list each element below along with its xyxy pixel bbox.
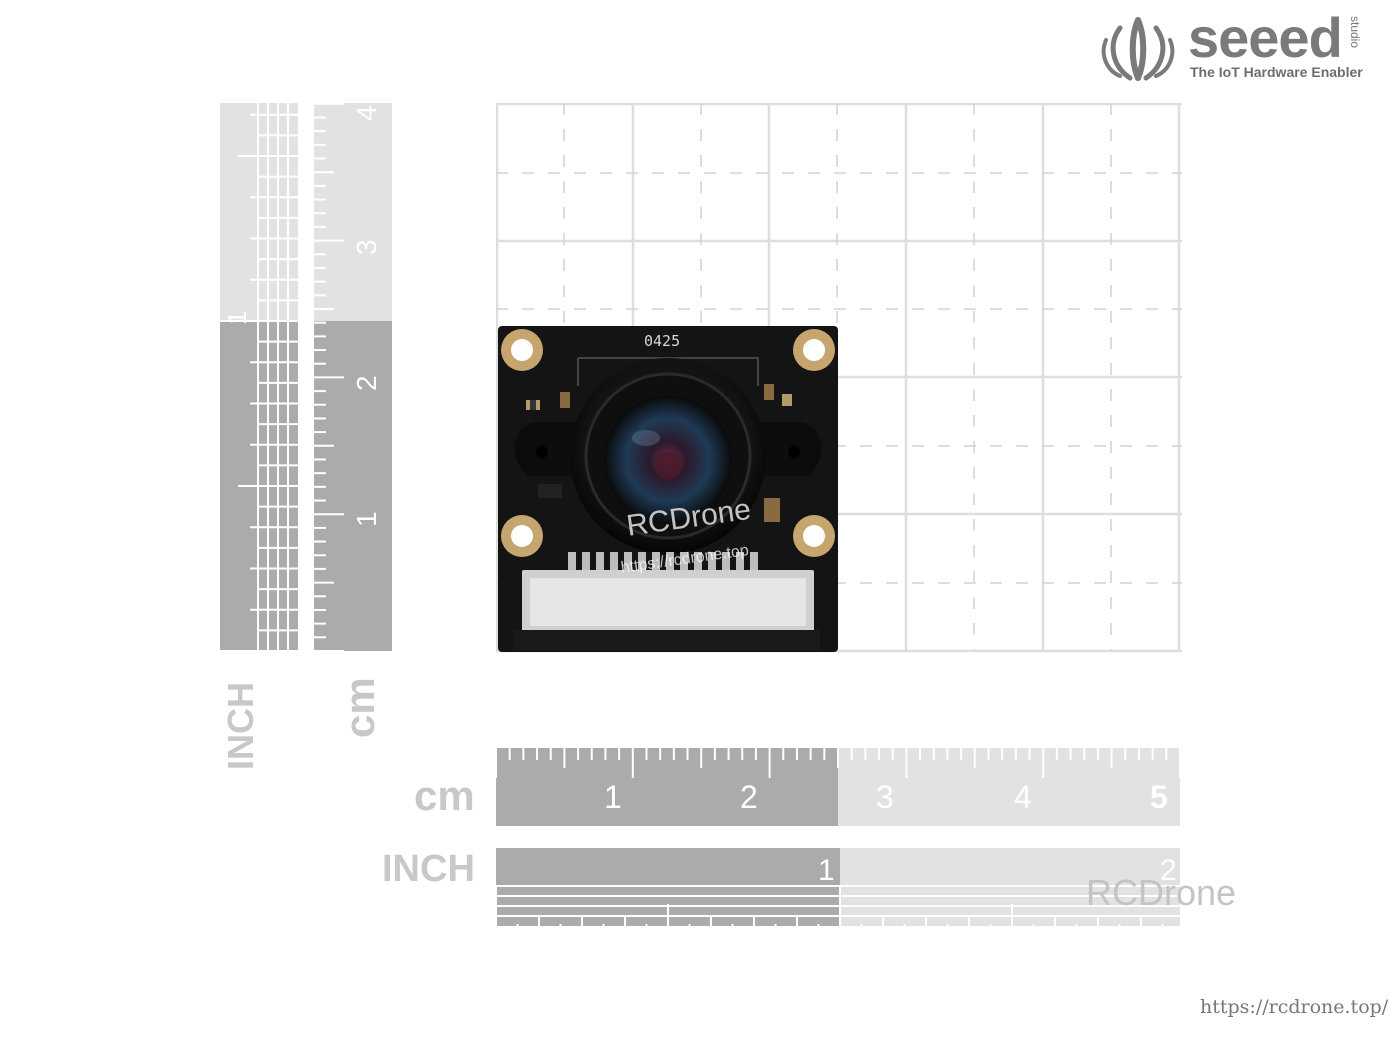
- mounting-holes: [501, 329, 835, 557]
- seeed-logo-icon: [1101, 17, 1175, 81]
- vertical-cm-label: cm: [336, 677, 383, 738]
- vertical-inch-label: INCH: [220, 682, 261, 770]
- horizontal-cm-tick-4: 4: [1014, 779, 1032, 815]
- vertical-inch-ruler: 1: [220, 103, 298, 652]
- vertical-cm-ruler: 1 2 3 4: [314, 103, 392, 652]
- watermark-brand: RCDrone: [1086, 872, 1237, 913]
- logo-wordmark: seeed: [1188, 6, 1343, 69]
- watermark-url: https://rcdrone.top/: [1200, 996, 1389, 1018]
- horizontal-inch-tick-2: 2: [1160, 854, 1177, 887]
- horizontal-inch-ruler: 1 2: [496, 848, 1180, 926]
- horizontal-cm-label: cm: [414, 772, 475, 819]
- board-marking: 0425: [644, 332, 680, 350]
- vertical-cm-tick-2: 2: [351, 375, 382, 391]
- vertical-cm-tick-4: 4: [351, 105, 382, 121]
- vertical-cm-tick-3: 3: [351, 239, 382, 255]
- vertical-cm-tick-1: 1: [351, 511, 382, 527]
- vertical-inch-tick-label: 1: [222, 311, 252, 325]
- horizontal-cm-ruler: 1 2 3 4 5: [496, 748, 1181, 826]
- horizontal-cm-tick-5: 5: [1150, 779, 1168, 815]
- camera-module: 0425 RCDrone https://rcdrone.top: [498, 326, 838, 652]
- horizontal-inch-label: INCH: [382, 848, 475, 890]
- horizontal-cm-tick-3: 3: [876, 779, 894, 815]
- horizontal-inch-tick-1: 1: [818, 854, 835, 887]
- horizontal-cm-tick-1: 1: [604, 779, 622, 815]
- logo-tagline: The IoT Hardware Enabler: [1190, 64, 1363, 80]
- logo-superscript: studio: [1348, 16, 1362, 49]
- horizontal-cm-tick-2: 2: [740, 779, 758, 815]
